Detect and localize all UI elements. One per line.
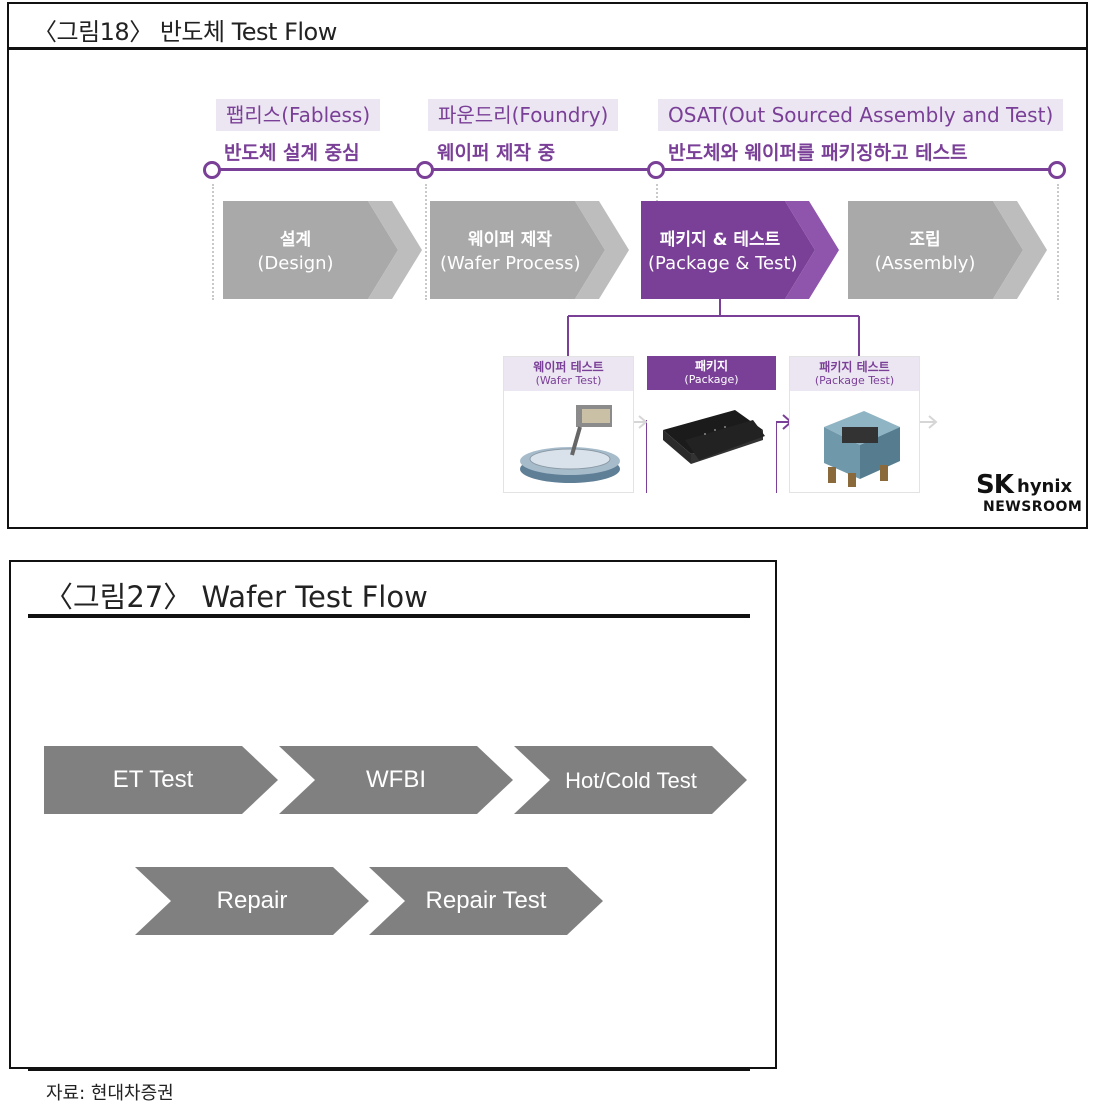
test-socket-icon [824,411,900,487]
step-design-label: 설계(Design) [257,230,334,274]
chevron-hot-cold-test [514,746,747,814]
chevron-wfbi [279,746,513,814]
substep-package-test-card: 패키지 테스트(Package Test) [789,356,920,493]
step-package-test-arrow [785,201,839,299]
chevron-et-test-label: ET Test [112,766,194,793]
bottom-rule [28,1067,750,1071]
source-note: 자료: 현대차증권 [46,1083,174,1104]
logo-hynix: hynix [1017,476,1073,497]
logo-newsroom: NEWSROOM [983,499,1083,515]
substep-wafer-test-card: 웨이퍼 테스트(Wafer Test) [503,356,634,493]
chevron-hot-cold-test-label: Hot/Cold Test [565,768,697,793]
chevron-repair-test [369,867,603,935]
substep-package-card: 패키지(Package) [647,356,776,493]
step-wafer-label: 웨이퍼 제작(Wafer Process) [440,230,581,274]
phase-fabless-label: 팹리스(Fabless) [216,99,381,131]
timeline-node [203,161,221,179]
divider-dotted [212,184,214,300]
step-wafer-arrow [575,201,629,299]
chevron-wfbi-label: WFBI [366,766,426,793]
figure-title: 〈그림18〉 반도체 Test Flow [33,18,337,46]
phase-timeline [212,168,1059,171]
timeline-node [1048,161,1066,179]
process-chevrons [223,201,1047,493]
divider-dotted [425,184,427,300]
step-wafer-chevron [430,201,605,299]
chevron-repair-label: Repair [216,887,288,914]
substep-package-test-header: 패키지 테스트(Package Test) [790,357,919,391]
wafer-prober-icon [520,405,620,483]
timeline-node [416,161,434,179]
step-package-test-chevron [641,201,815,299]
substep-wafer-test-header: 웨이퍼 테스트(Wafer Test) [504,357,633,391]
substep-package-header: 패키지(Package) [647,356,776,390]
step-design-chevron [223,201,398,299]
timeline-node [647,161,665,179]
chip-package-icon [663,410,765,464]
figure-title: 〈그림27〉 Wafer Test Flow [44,580,428,614]
phase-fabless-desc: 반도체 설계 중심 [224,142,360,164]
phase-osat-label: OSAT(Out Sourced Assembly and Test) [658,99,1064,131]
title-rule [28,614,750,618]
chevron-et-test [44,746,278,814]
phase-foundry-desc: 웨이퍼 제작 중 [437,142,556,164]
divider-dotted [1057,184,1059,300]
step-assembly-arrow [993,201,1047,299]
chevron-repair [135,867,369,935]
chevron-repair-test-label: Repair Test [425,887,547,914]
step-design-arrow [368,201,422,299]
step-package-test-label: 패키지 & 테스트(Package & Test) [648,230,798,274]
step-assembly-label: 조립(Assembly) [874,230,976,274]
figure-27-panel: 〈그림27〉 Wafer Test Flow 자료: 현대차증권 [9,560,777,1104]
phase-foundry-label: 파운드리(Foundry) [428,99,619,131]
logo-sk: SK [976,470,1014,500]
divider-dotted [656,184,658,202]
step-assembly-chevron [848,201,1023,299]
phase-osat-desc: 반도체와 웨이퍼를 패키징하고 테스트 [668,142,968,164]
title-rule [9,47,1086,50]
